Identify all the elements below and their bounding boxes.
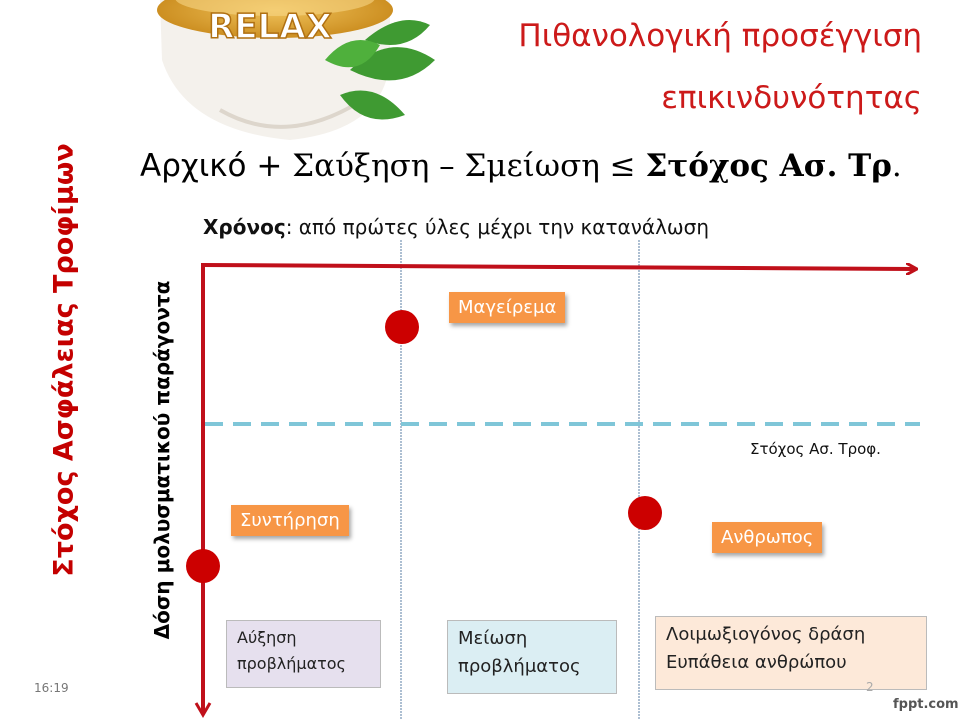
box-infectivity-line2: Ευπάθεια ανθρώπου: [666, 652, 847, 673]
slide-title-line-2: επικινδυνότητας: [661, 80, 922, 116]
box-problem-increase-line1: Αύξηση: [237, 628, 297, 647]
dose-point-consumption: [628, 496, 662, 530]
box-problem-decrease: Μείωση προβλήματος: [447, 620, 617, 694]
dose-point-start: [186, 549, 220, 583]
time-axis-arrow: [202, 265, 915, 269]
formula-target: Στόχος Ασ. Τρ: [645, 148, 892, 184]
footer-brand: fppt.com: [893, 697, 959, 712]
formula-period: .: [891, 148, 902, 184]
box-infectivity: Λοιμωξιογόνος δράση Ευπάθεια ανθρώπου: [655, 616, 927, 690]
slide-title-line-1: Πιθανολογική προσέγγιση: [518, 18, 922, 54]
tag-storage: Συντήρηση: [231, 505, 349, 536]
formula-plus: +: [246, 148, 293, 184]
tag-human: Ανθρωπος: [712, 522, 823, 553]
logo-text: RELAX: [208, 7, 332, 47]
tag-cooking: Μαγείρεμα: [449, 292, 566, 323]
formula-initial: Αρχικό: [140, 148, 247, 184]
safety-target-label: Στόχος Ασ. Τροφ.: [750, 440, 881, 458]
box-problem-decrease-line2: προβλήματος: [458, 656, 581, 677]
formula-minus: –: [429, 148, 465, 184]
box-infectivity-line1: Λοιμωξιογόνος δράση: [666, 624, 866, 645]
footer-time: 16:19: [34, 681, 69, 695]
box-problem-increase-line2: προβλήματος: [237, 654, 346, 673]
risk-formula: Αρχικό + Σαύξηση – Σμείωση ≤ Στόχος Ασ. …: [140, 148, 902, 184]
dose-point-cooking: [385, 310, 419, 344]
formula-leq: ≤: [599, 148, 646, 184]
footer-page-number: 2: [866, 680, 874, 694]
formula-decrease: Σμείωση: [464, 148, 600, 184]
box-problem-decrease-line1: Μείωση: [458, 628, 528, 649]
time-axis-label-bold: Χρόνος: [203, 215, 286, 239]
relax-cup-logo: RELAX: [157, 0, 435, 140]
box-problem-increase: Αύξηση προβλήματος: [226, 620, 381, 688]
time-axis-label: Χρόνος: από πρώτες ύλες μέχρι την κατανά…: [203, 215, 709, 239]
formula-increase: Σαύξηση: [292, 148, 430, 184]
time-axis-label-rest: : από πρώτες ύλες μέχρι την κατανάλωση: [285, 215, 710, 239]
dose-axis-arrowhead: [194, 702, 212, 718]
